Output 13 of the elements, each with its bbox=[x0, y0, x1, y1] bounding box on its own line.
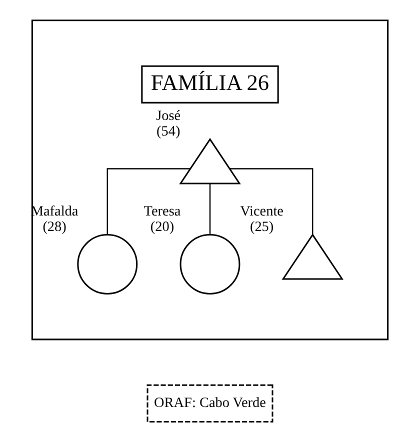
node-circle bbox=[179, 234, 240, 294]
node-box: FAMÍLIA 26 bbox=[140, 65, 278, 104]
node-label: José (54) bbox=[156, 108, 180, 140]
node-triangle bbox=[281, 233, 343, 280]
node-triangle bbox=[178, 138, 240, 184]
connector bbox=[106, 168, 190, 235]
connector bbox=[229, 168, 313, 235]
connector bbox=[208, 184, 210, 234]
node-box: ORAF: Cabo Verde bbox=[146, 384, 273, 422]
node-label: Vicente (25) bbox=[240, 204, 283, 235]
node-circle bbox=[76, 234, 138, 294]
node-label: Teresa (20) bbox=[143, 204, 180, 235]
cluster bbox=[30, 20, 388, 340]
